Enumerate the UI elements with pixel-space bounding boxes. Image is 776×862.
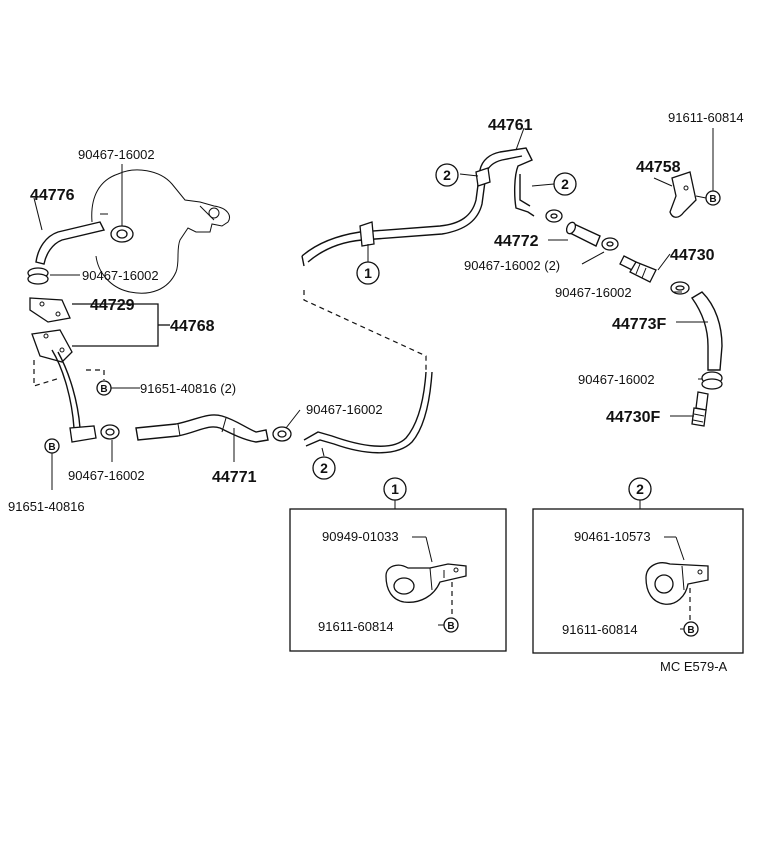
- clamp-44772-left: [545, 209, 563, 223]
- clamp-44773f-bottom: [701, 371, 723, 390]
- check-valve-44730f: [691, 391, 709, 427]
- svg-text:2: 2: [561, 176, 569, 192]
- part-label-90467-16002: 90467-16002: [578, 372, 655, 387]
- part-label-90467-16002: 90467-16002: [68, 468, 145, 483]
- part-label-44730: 44730: [670, 247, 715, 264]
- part-label-44771: 44771: [212, 469, 257, 486]
- svg-text:1: 1: [391, 481, 399, 497]
- part-label-91651-40816-2: 91651-40816 (2): [140, 381, 236, 396]
- part-label-44772: 44772: [494, 233, 539, 250]
- hose-44773f: [690, 291, 723, 371]
- svg-text:1: 1: [364, 265, 372, 281]
- part-label-90467-16002-2: 90467-16002 (2): [464, 258, 560, 273]
- pipe-clamp-1: [359, 221, 375, 247]
- part-label-91651-40816: 91651-40816: [8, 499, 85, 514]
- part-label-90467-16002: 90467-16002: [306, 402, 383, 417]
- bolt-marker: B: [96, 380, 112, 396]
- diagram-code: MC E579-A: [660, 659, 728, 674]
- hose-44771: [135, 414, 269, 443]
- part-label-44776: 44776: [30, 187, 75, 204]
- bracket-44729: [29, 297, 71, 323]
- svg-text:B: B: [709, 194, 716, 205]
- callout-marker-2: 2: [435, 163, 459, 187]
- detail-box-1: 1 90949-01033 91611-60814 B: [289, 477, 507, 652]
- clamp-44772-right: [601, 237, 619, 251]
- clamp-booster-top: [110, 225, 134, 243]
- clamp-90461-10573: [645, 562, 709, 605]
- bolt-marker: B: [44, 438, 60, 454]
- part-label-44768: 44768: [170, 318, 215, 335]
- bolt-marker: B: [705, 190, 721, 206]
- clamp-90949-01033: [385, 563, 467, 603]
- bolt-marker: B: [443, 617, 459, 633]
- svg-text:B: B: [48, 442, 55, 453]
- vacuum-pipe-44761: [301, 147, 535, 454]
- part-label-44761: 44761: [488, 117, 533, 134]
- svg-text:B: B: [687, 625, 694, 636]
- detail1-bolt-label: 91611-60814: [318, 619, 394, 634]
- part-label-44773f: 44773F: [612, 316, 666, 333]
- svg-text:B: B: [100, 384, 107, 395]
- callout-marker-1: 1: [356, 261, 380, 285]
- part-label-90467-16002: 90467-16002: [555, 285, 632, 300]
- part-label-90467-16002: 90467-16002: [78, 147, 155, 162]
- svg-text:B: B: [447, 621, 454, 632]
- clamp-44773f-top: [670, 281, 690, 295]
- part-label-90467-16002: 90467-16002: [82, 268, 159, 283]
- clamp-44771-end: [272, 426, 292, 442]
- callout-marker-2: 2: [312, 456, 336, 480]
- hose-44776: [27, 221, 106, 285]
- detail2-clamp-label: 90461-10573: [574, 529, 651, 544]
- detail-marker-2: 2: [628, 477, 652, 501]
- svg-text:2: 2: [443, 167, 451, 183]
- pipe-clamp-2: [475, 167, 491, 187]
- bracket-44758: [669, 171, 697, 218]
- part-label-91611-60814: 91611-60814: [668, 110, 744, 125]
- part-label-44758: 44758: [636, 159, 681, 176]
- check-valve-44730: [619, 255, 657, 283]
- detail-box-2: 2 90461-10573 91611-60814 B: [532, 477, 744, 654]
- hose-44772: [565, 221, 601, 247]
- part-label-44730f: 44730F: [606, 409, 660, 426]
- svg-text:2: 2: [320, 460, 328, 476]
- bolt-marker: B: [683, 621, 699, 637]
- clamp-bottom-left: [69, 424, 120, 443]
- callout-marker-2: 2: [553, 172, 577, 196]
- brake-booster-outline: [91, 169, 230, 294]
- detail-marker-1: 1: [383, 477, 407, 501]
- detail2-bolt-label: 91611-60814: [562, 622, 638, 637]
- part-label-44729: 44729: [90, 297, 135, 314]
- detail1-clamp-label: 90949-01033: [322, 529, 399, 544]
- svg-text:2: 2: [636, 481, 644, 497]
